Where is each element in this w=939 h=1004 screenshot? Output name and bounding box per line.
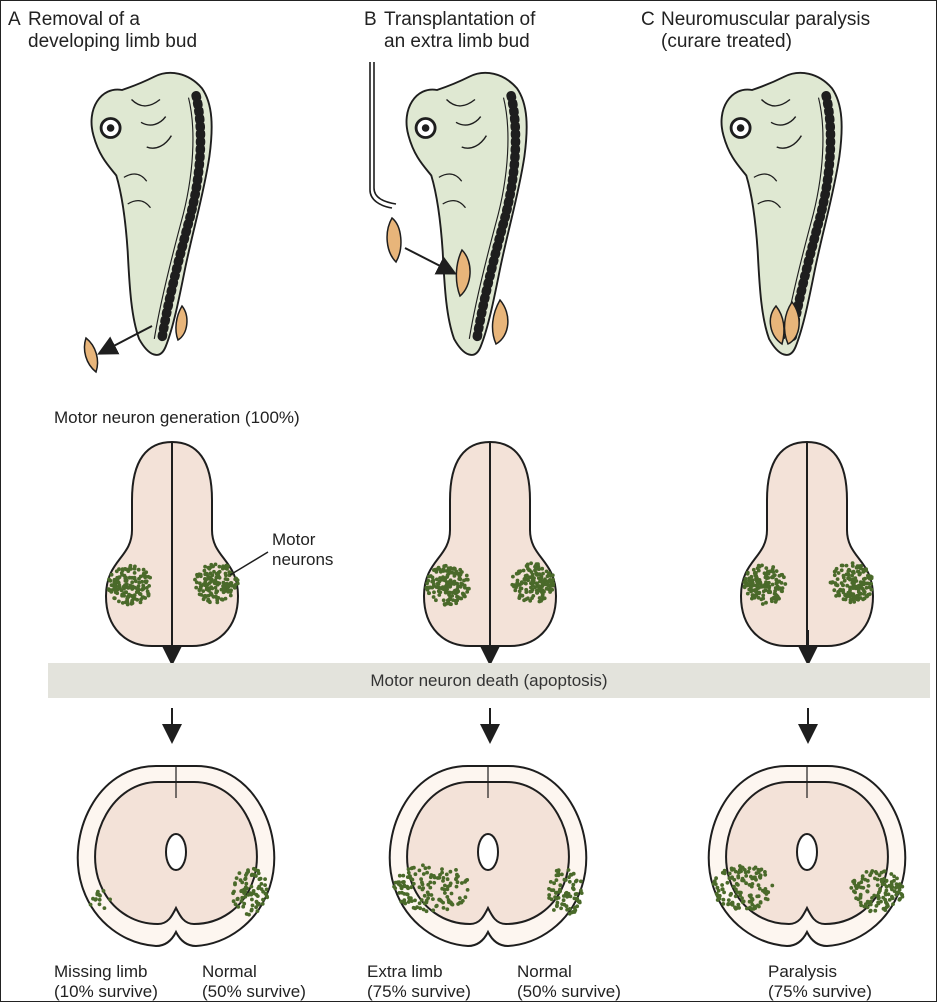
apoptosis-band: Motor neuron death (apoptosis) — [48, 663, 930, 698]
spinal-cord-top-b — [424, 442, 556, 646]
outcome-b-right-line1: Normal — [517, 962, 621, 982]
motor-neurons-label: Motor neurons — [272, 530, 333, 570]
removed-limb-bud — [84, 338, 97, 372]
outcome-b-right: Normal (50% survive) — [517, 962, 621, 1002]
outcome-c-line2: (75% survive) — [768, 982, 872, 1002]
arrows-before-death — [172, 630, 808, 656]
spinal-cord-bottom-b — [390, 766, 587, 946]
embryo-c — [722, 73, 842, 355]
transplant-arrow — [405, 248, 448, 270]
limb-bud-a-remaining — [176, 306, 187, 340]
outcome-a-right: Normal (50% survive) — [202, 962, 306, 1002]
transplant-limb-bud — [387, 218, 401, 262]
motor-neurons-pointer — [230, 552, 268, 575]
outcome-a-left-line2: (10% survive) — [54, 982, 158, 1002]
outcome-b-left-line2: (75% survive) — [367, 982, 471, 1002]
embryo-b — [407, 73, 527, 355]
outcome-c: Paralysis (75% survive) — [768, 962, 872, 1002]
motor-neurons-label-line2: neurons — [272, 550, 333, 570]
spinal-cord-top-c — [741, 442, 873, 646]
outcome-a-left-line1: Missing limb — [54, 962, 158, 982]
spinal-cord-top-a — [106, 442, 238, 646]
outcome-b-left: Extra limb (75% survive) — [367, 962, 471, 1002]
outcome-a-left: Missing limb (10% survive) — [54, 962, 158, 1002]
outcome-b-right-line2: (50% survive) — [517, 982, 621, 1002]
apoptosis-label: Motor neuron death (apoptosis) — [48, 671, 930, 691]
spinal-cord-bottom-c — [709, 766, 906, 946]
embryo-a — [92, 73, 212, 355]
spinal-cord-bottom-a — [78, 766, 275, 946]
arrows-after-death — [172, 708, 808, 734]
transplant-needle — [370, 62, 396, 208]
outcome-c-line1: Paralysis — [768, 962, 872, 982]
outcome-a-right-line1: Normal — [202, 962, 306, 982]
motor-neurons-label-line1: Motor — [272, 530, 333, 550]
limb-bud-b-hind — [493, 300, 508, 344]
outcome-a-right-line2: (50% survive) — [202, 982, 306, 1002]
generation-label: Motor neuron generation (100%) — [54, 408, 300, 428]
outcome-b-left-line1: Extra limb — [367, 962, 471, 982]
